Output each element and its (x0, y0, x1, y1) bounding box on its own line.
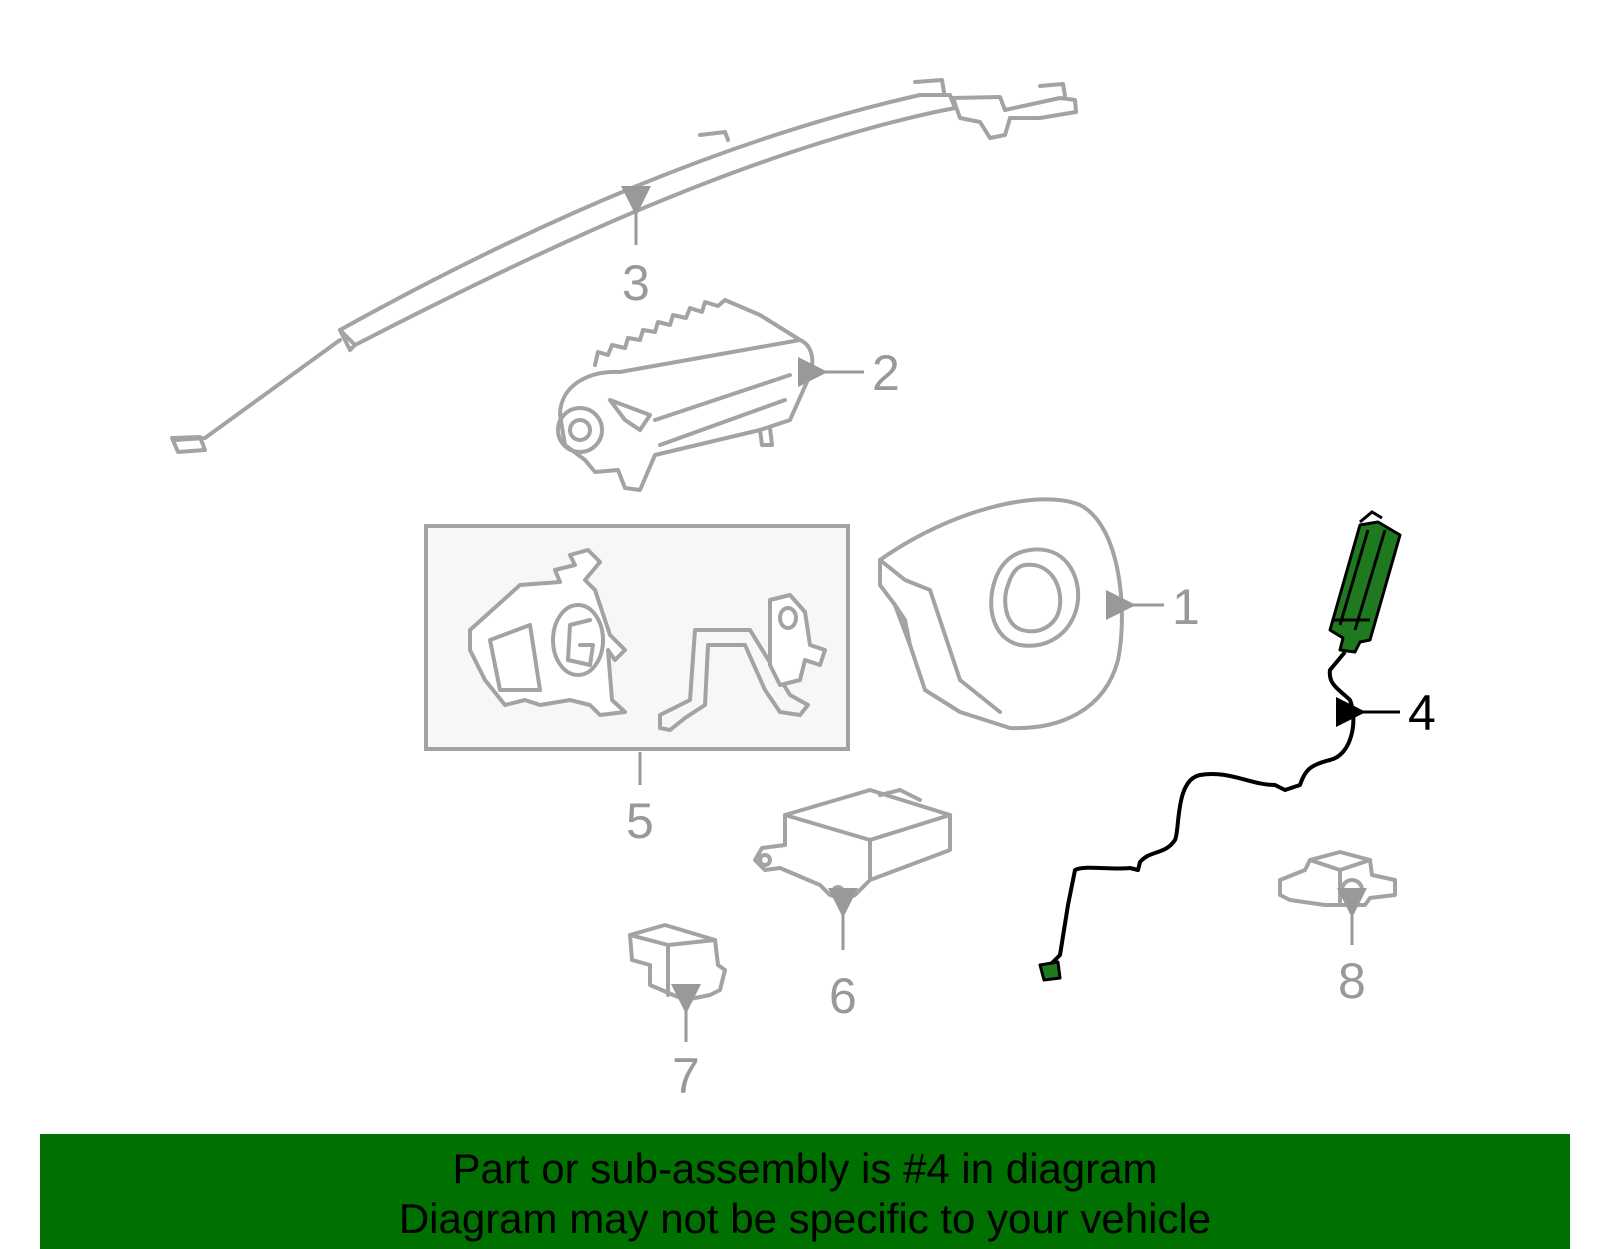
part-8-impact-sensor[interactable] (1278, 850, 1397, 907)
callout-8: 8 (1338, 953, 1366, 1009)
banner-line-1: Part or sub-assembly is #4 in diagram (452, 1145, 1158, 1192)
callout-2: 2 (872, 345, 900, 401)
callout-5: 5 (626, 793, 654, 849)
callout-1: 1 (1172, 579, 1200, 635)
part-6-control-module[interactable] (753, 788, 952, 902)
callout-4: 4 (1408, 685, 1436, 741)
part-5-clockspring-assembly[interactable] (424, 524, 850, 751)
callout-6: 6 (829, 968, 857, 1024)
banner-line-2: Diagram may not be specific to your vehi… (398, 1195, 1212, 1242)
part-3-curtain-airbag[interactable] (170, 78, 1078, 454)
part-7-sensor[interactable] (628, 923, 727, 1002)
part-2-passenger-airbag[interactable] (556, 298, 815, 492)
callout-7: 7 (672, 1048, 700, 1104)
info-banner: Part or sub-assembly is #4 in diagram Di… (40, 1134, 1570, 1249)
callout-3: 3 (622, 255, 650, 311)
part-1-driver-airbag[interactable] (878, 497, 1124, 731)
